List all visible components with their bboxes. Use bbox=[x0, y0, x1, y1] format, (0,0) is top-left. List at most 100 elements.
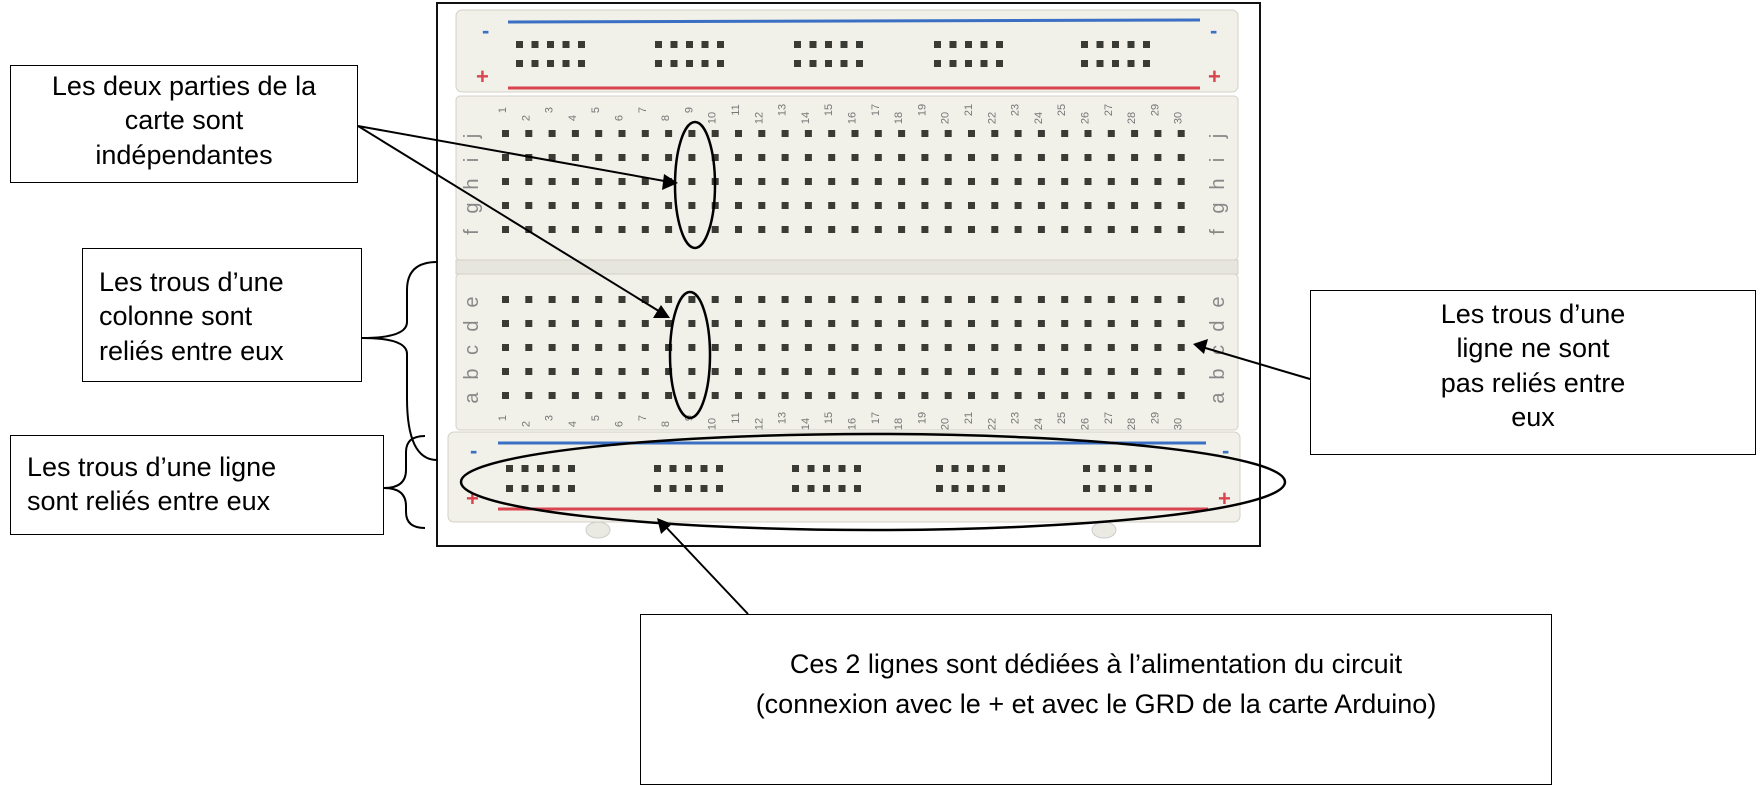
terminal-hole bbox=[712, 226, 719, 233]
rail-hole bbox=[686, 60, 693, 67]
terminal-hole bbox=[875, 202, 882, 209]
annotation-line: (connexion avec le + et avec le GRD de l… bbox=[641, 685, 1551, 725]
terminal-hole bbox=[921, 202, 928, 209]
terminal-hole bbox=[1085, 178, 1092, 185]
board-foot bbox=[586, 522, 610, 538]
terminal-hole bbox=[1085, 320, 1092, 327]
terminal-hole bbox=[595, 178, 602, 185]
terminal-hole bbox=[1131, 130, 1138, 137]
terminal-hole bbox=[712, 296, 719, 303]
terminal-hole bbox=[619, 226, 626, 233]
column-number: 18 bbox=[893, 418, 905, 430]
rail-hole bbox=[537, 485, 544, 492]
rail-hole bbox=[717, 60, 724, 67]
terminal-hole bbox=[712, 392, 719, 399]
terminal-hole bbox=[1178, 296, 1185, 303]
terminal-hole bbox=[1154, 202, 1161, 209]
terminal-hole bbox=[1015, 320, 1022, 327]
rail-minus-sign: - bbox=[482, 18, 489, 43]
terminal-hole bbox=[595, 344, 602, 351]
terminal-hole bbox=[898, 320, 905, 327]
terminal-hole bbox=[852, 320, 859, 327]
annotation-line: Les trous d’une bbox=[99, 265, 361, 299]
terminal-hole bbox=[642, 202, 649, 209]
rail-hole bbox=[936, 485, 943, 492]
terminal-hole bbox=[758, 226, 765, 233]
rail-hole bbox=[794, 41, 801, 48]
terminal-hole bbox=[968, 368, 975, 375]
column-number: 17 bbox=[870, 104, 882, 116]
column-number: 1 bbox=[497, 415, 509, 421]
column-number: 27 bbox=[1103, 412, 1115, 424]
terminal-hole bbox=[1061, 226, 1068, 233]
terminal-hole bbox=[921, 344, 928, 351]
column-number: 21 bbox=[963, 412, 975, 424]
terminal-hole bbox=[758, 392, 765, 399]
terminal-hole bbox=[572, 154, 579, 161]
row-letter: h bbox=[461, 178, 483, 189]
terminal-hole bbox=[665, 392, 672, 399]
terminal-hole bbox=[828, 226, 835, 233]
rail-hole bbox=[998, 485, 1005, 492]
rail-hole bbox=[1143, 41, 1150, 48]
column-number: 7 bbox=[637, 107, 649, 113]
terminal-hole bbox=[805, 226, 812, 233]
terminal-hole bbox=[945, 368, 952, 375]
terminal-hole bbox=[782, 368, 789, 375]
terminal-hole bbox=[1085, 202, 1092, 209]
column-number: 24 bbox=[1033, 418, 1045, 430]
terminal-hole bbox=[549, 392, 556, 399]
annotation-line: colonne sont bbox=[99, 299, 361, 333]
column-number: 3 bbox=[544, 415, 556, 421]
terminal-hole bbox=[619, 296, 626, 303]
terminal-hole bbox=[502, 344, 509, 351]
rail-hole bbox=[792, 465, 799, 472]
terminal-hole bbox=[572, 368, 579, 375]
terminal-hole bbox=[525, 392, 532, 399]
terminal-hole bbox=[502, 392, 509, 399]
terminal-hole bbox=[1154, 320, 1161, 327]
rail-hole bbox=[1114, 485, 1121, 492]
annotation-line: indépendantes bbox=[11, 138, 357, 172]
annotation-line: Les trous d’une bbox=[1311, 297, 1755, 331]
rail-hole bbox=[701, 465, 708, 472]
terminal-hole bbox=[921, 226, 928, 233]
terminal-hole bbox=[991, 392, 998, 399]
terminal-hole bbox=[688, 154, 695, 161]
column-number: 19 bbox=[916, 412, 928, 424]
terminal-hole bbox=[921, 392, 928, 399]
rail-hole bbox=[702, 41, 709, 48]
annotation-parts-independent: Les deux parties de la carte sont indépe… bbox=[10, 65, 358, 183]
annotation-line: eux bbox=[1311, 400, 1755, 434]
terminal-hole bbox=[945, 226, 952, 233]
terminal-hole bbox=[805, 202, 812, 209]
terminal-hole bbox=[898, 202, 905, 209]
terminal-hole bbox=[1085, 226, 1092, 233]
column-number: 30 bbox=[1173, 418, 1185, 430]
rail-hole bbox=[981, 41, 988, 48]
terminal-hole bbox=[525, 368, 532, 375]
row-letter: a bbox=[461, 392, 483, 404]
terminal-hole bbox=[712, 320, 719, 327]
terminal-hole bbox=[619, 154, 626, 161]
terminal-hole bbox=[712, 344, 719, 351]
terminal-hole bbox=[642, 320, 649, 327]
rail-hole bbox=[702, 60, 709, 67]
column-number: 7 bbox=[637, 415, 649, 421]
rail-hole bbox=[547, 41, 554, 48]
terminal-hole bbox=[898, 178, 905, 185]
row-letter: d bbox=[461, 320, 483, 331]
rail-hole bbox=[1145, 485, 1152, 492]
terminal-hole bbox=[502, 202, 509, 209]
terminal-hole bbox=[945, 296, 952, 303]
terminal-hole bbox=[1038, 368, 1045, 375]
terminal-hole bbox=[549, 296, 556, 303]
terminal-hole bbox=[968, 392, 975, 399]
terminal-hole bbox=[875, 344, 882, 351]
rail-hole bbox=[983, 465, 990, 472]
terminal-hole bbox=[665, 202, 672, 209]
rail-hole bbox=[670, 485, 677, 492]
terminal-hole bbox=[782, 392, 789, 399]
rail-hole bbox=[983, 485, 990, 492]
terminal-hole bbox=[1178, 368, 1185, 375]
